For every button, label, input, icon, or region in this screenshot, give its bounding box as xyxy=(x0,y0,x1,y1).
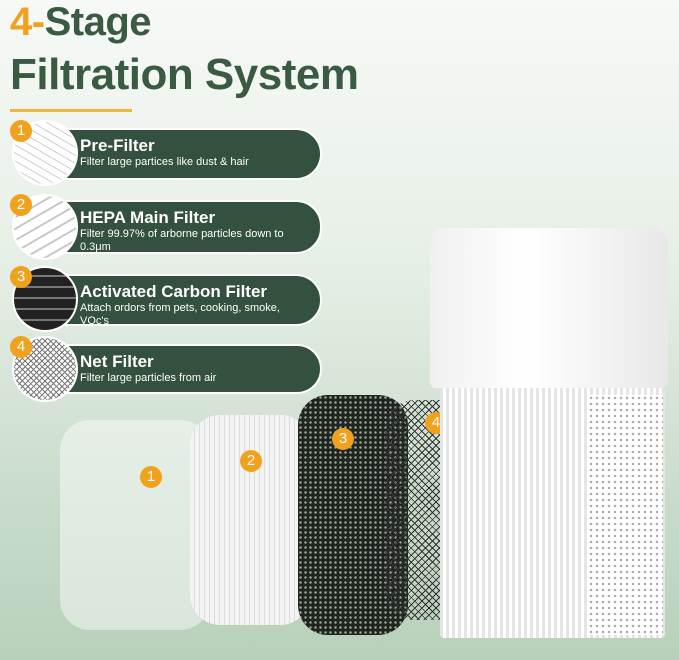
hepa-filter-image xyxy=(12,194,78,260)
panel-badge-2: 2 xyxy=(240,450,262,472)
stage-name: HEPA Main Filter xyxy=(80,208,216,227)
air-purifier-grille xyxy=(588,395,663,635)
title-rest: Stage xyxy=(44,0,152,44)
title-accent: 4- xyxy=(10,0,45,44)
stage-2-card: HEPA Main Filter Filter 99.97% of arborn… xyxy=(52,200,322,254)
stage-4-card: Net Filter Filter large particles from a… xyxy=(52,344,322,394)
panel-badge-1: 1 xyxy=(140,466,162,488)
stage-name: Net Filter xyxy=(80,352,154,371)
air-purifier-top xyxy=(430,228,668,388)
stage-badge: 4 xyxy=(10,336,32,358)
stage-desc: Filter large particles from air xyxy=(80,372,217,384)
title-line-1: 4-Stage xyxy=(10,0,152,45)
stage-name: Activated Carbon Filter xyxy=(80,282,268,301)
stage-desc: Filter 99.97% of arborne particles down … xyxy=(80,228,284,253)
stage-1-card: Pre-Filter Filter large partices like du… xyxy=(52,128,322,180)
panel-badge-3: 3 xyxy=(332,428,354,450)
title-underline xyxy=(10,109,132,112)
stage-badge: 1 xyxy=(10,120,32,142)
pre-filter-panel xyxy=(60,420,210,630)
stage-badge: 2 xyxy=(10,194,32,216)
title-line-2: Filtration System xyxy=(10,50,359,99)
stage-3-card: Activated Carbon Filter Attach ordors fr… xyxy=(52,274,322,327)
stage-desc: Attach ordors from pets, cooking, smoke,… xyxy=(80,302,280,327)
stage-desc: Filter large partices like dust & hair xyxy=(80,156,249,168)
stage-name: Pre-Filter xyxy=(80,136,155,155)
stage-badge: 3 xyxy=(10,266,32,288)
hepa-filter-panel xyxy=(190,415,310,625)
